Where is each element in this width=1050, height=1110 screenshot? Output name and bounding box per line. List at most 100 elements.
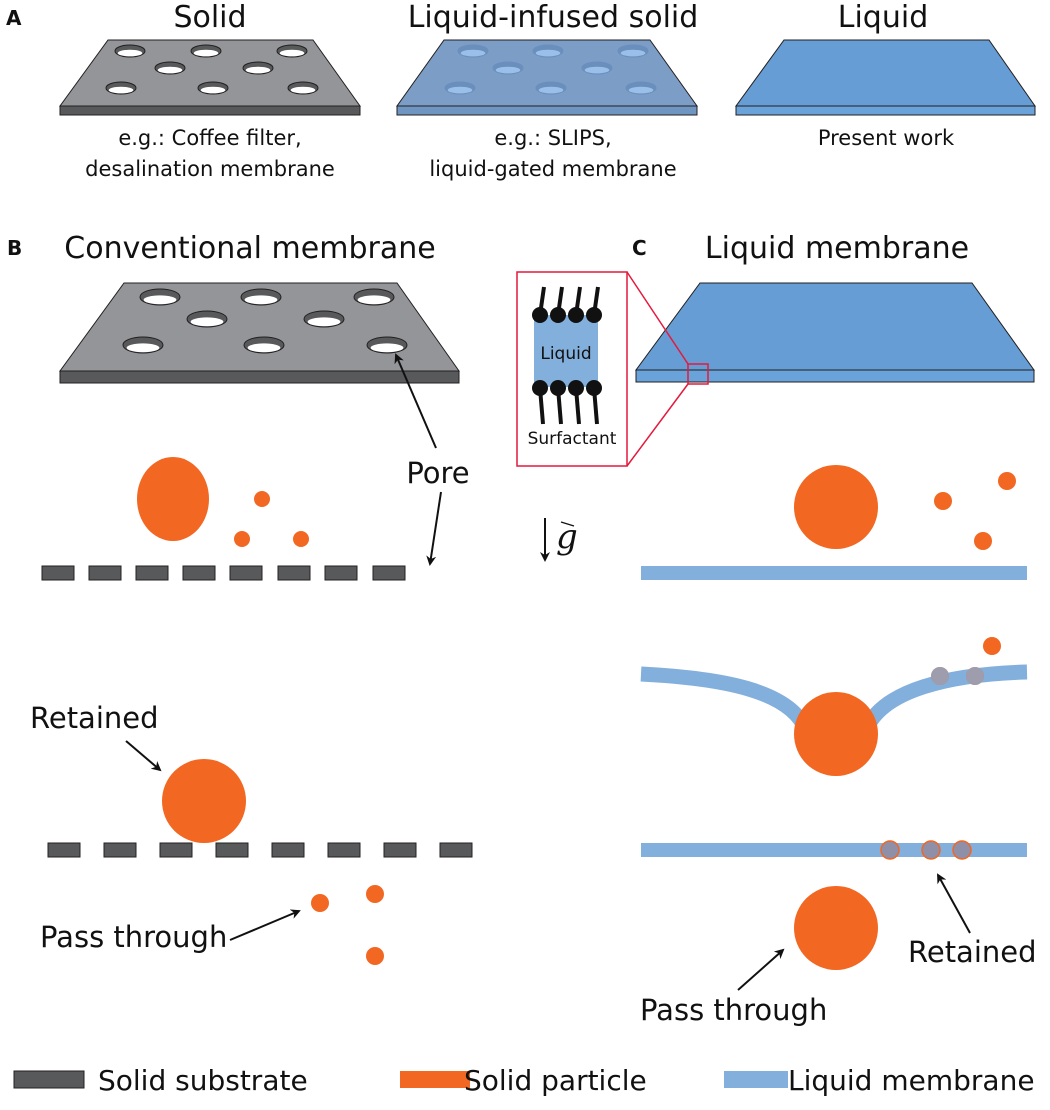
pore-icon	[114, 44, 146, 58]
large-particle	[137, 457, 209, 541]
conventional-filtered-state: Retained Pass through	[30, 701, 473, 965]
retained-small-particle	[880, 840, 900, 860]
surfactant-molecule-icon	[532, 286, 548, 323]
liquid-caption: Present work	[818, 126, 955, 150]
passed-small-particle	[366, 947, 384, 965]
surfactant-molecule-icon	[550, 380, 566, 425]
pore-icon	[154, 61, 186, 75]
solid-substrate-block	[159, 842, 193, 858]
conventional-plate-side	[59, 370, 460, 384]
solid-substrate-block	[271, 842, 305, 858]
inset-liquid-layer	[534, 315, 598, 387]
inset-liquid-label: Liquid	[540, 344, 591, 364]
solid-substrate-block	[135, 565, 169, 581]
solid-substrate-block	[324, 565, 358, 581]
pore-icon	[535, 81, 567, 95]
small-particle	[234, 531, 250, 547]
pore-icon	[353, 288, 395, 306]
panel-b: B Conventional membrane Pore Retained Pa…	[7, 231, 473, 965]
small-particle	[934, 492, 952, 510]
pore-icon	[243, 336, 285, 354]
legend-label: Solid substrate	[98, 1064, 308, 1097]
solid-substrate-block	[383, 842, 417, 858]
pore-icon	[186, 310, 228, 328]
conventional-initial-state	[41, 457, 406, 581]
pore-icon	[617, 44, 649, 58]
panel-a-solid: Solid e.g.: Coffee filter, desalination …	[59, 0, 361, 181]
solid-plate-pores	[105, 44, 319, 95]
small-particle	[293, 531, 309, 547]
retained-label-b: Retained	[30, 701, 159, 735]
liquid-deforming-state	[640, 637, 1028, 776]
gravity-symbol: g	[556, 517, 578, 557]
pore-icon	[276, 44, 308, 58]
solid-substrate-block	[229, 565, 263, 581]
surfactant-molecule-icon	[550, 286, 566, 323]
pass-through-label-b: Pass through	[40, 920, 227, 954]
surfactant-molecule-icon	[568, 380, 584, 425]
legend-item-liquid-membrane: Liquid membrane	[724, 1064, 1035, 1097]
solid-plate-side	[59, 105, 361, 116]
legend-item-solid-particle: Solid particle	[400, 1064, 647, 1097]
solid-substrate-block	[103, 842, 137, 858]
pass-through-arrow-c	[737, 948, 785, 991]
small-particle	[983, 637, 1001, 655]
small-particle	[254, 491, 270, 507]
liquid-membrane-plate-side	[635, 369, 1035, 383]
pore-icon	[303, 310, 345, 328]
solid-substrate-block	[88, 565, 122, 581]
panel-a-liquid: Liquid Present work	[735, 0, 1036, 150]
solid-substrate-row	[41, 565, 406, 581]
pore-icon	[242, 61, 274, 75]
solid-substrate-row	[47, 842, 473, 858]
pore-icon	[532, 44, 564, 58]
pore-arrow-upper	[394, 353, 437, 449]
passed-small-particle	[366, 885, 384, 903]
legend-label: Solid particle	[464, 1064, 647, 1097]
surfactant-inset: Liquid Surfactant	[516, 271, 628, 467]
panel-c: C Liquid membrane Liquid Surfactant	[516, 231, 1037, 1027]
passed-small-particle	[311, 894, 329, 912]
liquid-title: Liquid	[838, 0, 928, 35]
liquid-filtered-state: Retained Pass through	[640, 840, 1037, 1027]
liquid-membrane-plate-top	[635, 282, 1035, 371]
legend-item-solid-substrate: Solid substrate	[13, 1064, 308, 1097]
large-particle	[794, 465, 878, 549]
pore-icon	[190, 44, 222, 58]
membrane-overlay	[966, 667, 984, 685]
solid-title: Solid	[173, 0, 246, 35]
pore-icon	[240, 288, 282, 306]
zoom-region-box	[687, 363, 709, 385]
solid-substrate-block	[439, 842, 473, 858]
infused-plate-side	[396, 105, 698, 116]
gravity-vector-arrow-icon	[560, 521, 575, 527]
pore-icon	[444, 81, 476, 95]
small-particle	[998, 472, 1016, 490]
passed-large-particle	[794, 886, 878, 970]
infused-caption-line2: liquid-gated membrane	[429, 157, 676, 181]
liquid-plate-top	[735, 39, 1036, 107]
liquid-membrane-strip	[641, 566, 1027, 580]
pore-icon	[457, 44, 489, 58]
legend-label: Liquid membrane	[788, 1064, 1035, 1097]
pore-icon	[581, 61, 613, 75]
pore-arrow-lower	[426, 491, 442, 566]
panel-a: A Solid e.g.: Coffee filter, desalinatio…	[6, 0, 1036, 181]
panel-b-letter: B	[7, 236, 22, 260]
retained-small-particle	[952, 840, 972, 860]
conventional-membrane-title: Conventional membrane	[64, 231, 435, 266]
small-particle	[974, 532, 992, 550]
legend: Solid substrate Solid particle Liquid me…	[13, 1064, 1035, 1097]
pass-through-arrow-b	[229, 909, 301, 941]
solid-substrate-block	[182, 565, 216, 581]
penetrating-large-particle	[794, 692, 878, 776]
pore-icon	[105, 81, 137, 95]
legend-swatch-liquid-membrane	[724, 1071, 788, 1088]
retained-arrow-c	[937, 873, 971, 934]
conventional-plate-pores	[122, 288, 408, 354]
pass-through-label-c: Pass through	[640, 993, 827, 1027]
solid-substrate-block	[47, 842, 81, 858]
liquid-initial-state	[641, 465, 1027, 580]
infused-title: Liquid-infused solid	[408, 0, 699, 35]
